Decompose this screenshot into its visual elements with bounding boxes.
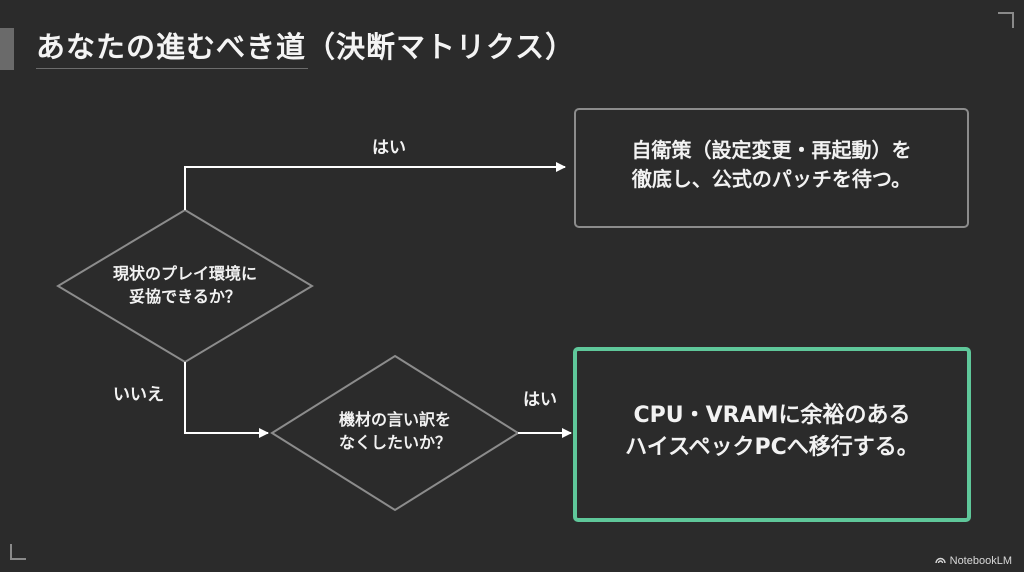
- outcome-patch-line-2: 徹底し、公式のパッチを待つ。: [631, 167, 912, 191]
- corner-bracket-bottom-left: [10, 544, 26, 560]
- decision-2-text: 機材の言い訳を なくしたいか？: [305, 408, 485, 454]
- edge-label-d2-yes: はい: [523, 390, 557, 410]
- edge-label-d1-no: いいえ: [113, 385, 164, 405]
- accent-bar: [0, 28, 14, 70]
- connector-d1-no: [184, 362, 269, 438]
- connector-d1-yes: [184, 162, 566, 210]
- title-underline: [36, 68, 308, 69]
- decision-diamond-2: [270, 354, 520, 512]
- outcome-upgrade-line-2: ハイスペックPCへ移行する。: [625, 434, 919, 460]
- outcome-upgrade-text: CPU・VRAMに余裕のある ハイスペックPCへ移行する。: [580, 400, 964, 464]
- decision-1-line-2: 妥協できるか？: [129, 287, 241, 307]
- notebooklm-logo-icon: [934, 555, 946, 567]
- footer-brand-text: NotebookLM: [949, 555, 1012, 567]
- outcome-patch-text: 自衛策（設定変更・再起動）を 徹底し、公式のパッチを待つ。: [580, 136, 963, 194]
- decision-2-line-2: なくしたいか？: [338, 433, 451, 453]
- slide-title: あなたの進むべき道（決断マトリクス）: [36, 30, 576, 64]
- edge-label-d1-yes: はい: [372, 138, 406, 158]
- decision-2-line-1: 機材の言い訳を: [338, 410, 451, 429]
- footer-branding: NotebookLM: [934, 555, 1012, 567]
- outcome-box-upgrade: [573, 347, 971, 522]
- corner-bracket-top-right: [998, 12, 1014, 28]
- outcome-patch-line-1: 自衛策（設定変更・再起動）を: [631, 138, 912, 162]
- decision-1-text: 現状のプレイ環境に 妥協できるか？: [85, 262, 285, 308]
- outcome-box-patch: [574, 108, 969, 228]
- decision-1-line-1: 現状のプレイ環境に: [112, 264, 257, 283]
- outcome-upgrade-line-1: CPU・VRAMに余裕のある: [633, 403, 911, 428]
